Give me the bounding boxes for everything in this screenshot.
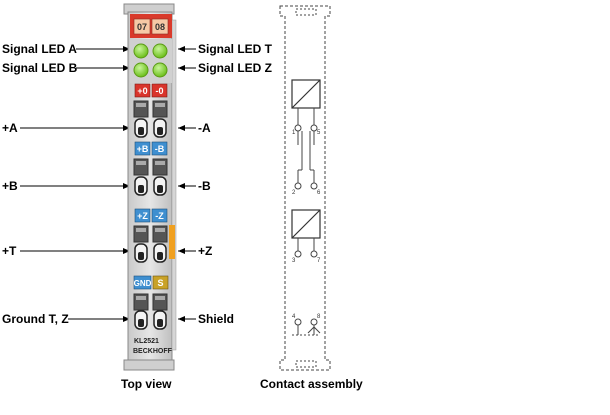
label-plus-a: +A: [2, 121, 18, 135]
top-notch: [295, 8, 317, 16]
channel-number-right: 08: [155, 22, 165, 32]
label-shield: Shield: [198, 312, 235, 326]
wire-hole: [157, 185, 163, 193]
contact-pin-1: [294, 124, 302, 132]
pin-number-6: 6: [317, 190, 321, 196]
opening-slot: [155, 228, 165, 232]
label-plus-z: +Z: [198, 244, 213, 258]
contact-pin-7: [310, 250, 318, 258]
converter-symbol-1: [291, 79, 321, 109]
label-signal-led-z: Signal LED Z: [198, 61, 273, 75]
wire-hole: [138, 319, 144, 327]
terminal-module: 07 08 +0 -0 +B -B: [123, 3, 177, 371]
tag-minus-0: [151, 83, 168, 98]
terminal-bottom-clip: [123, 359, 175, 371]
label-signal-led-b: Signal LED B: [2, 61, 78, 75]
tag-shield: [152, 275, 169, 290]
opening-slot: [136, 296, 146, 300]
tag-s-text: S: [157, 278, 163, 288]
brand-text: BECKHOFF: [133, 348, 173, 355]
shield-symbol-icon: [307, 326, 321, 334]
opening-slot: [136, 228, 146, 232]
signal-led-a: [133, 43, 149, 59]
pin-numbers: 1 5 2 6 3 7 4 8: [292, 130, 321, 320]
tag-plus-0: [134, 83, 151, 98]
tag-minus-0-text: -0: [155, 86, 163, 96]
contact-assembly-outline: [279, 5, 331, 371]
pin-number-1: 1: [292, 130, 296, 136]
signal-led-z: [152, 62, 168, 78]
terminal-block-b: [133, 158, 168, 196]
wire-hole: [138, 127, 144, 135]
opening-slot: [155, 161, 165, 165]
opening-slot: [136, 161, 146, 165]
wire-hole: [157, 319, 163, 327]
pin-number-4: 4: [292, 314, 296, 320]
label-ground: Ground T, Z: [2, 312, 69, 326]
wire-hole: [157, 252, 163, 260]
label-signal-led-t: Signal LED T: [198, 42, 273, 56]
pin-number-7: 7: [317, 258, 321, 264]
channel-number-left: 07: [137, 22, 147, 32]
callout-lines: [20, 46, 196, 322]
tag-plus-z-text: +Z: [137, 211, 148, 221]
label-minus-b: -B: [198, 179, 211, 193]
terminal-block-t: [133, 225, 168, 263]
converter-symbol-2: [291, 209, 321, 239]
pin-number-3: 3: [292, 258, 296, 264]
tag-gnd: [133, 275, 152, 290]
terminal-block-a: [133, 100, 168, 138]
bottom-notch: [295, 360, 317, 368]
label-signal-led-a: Signal LED A: [2, 42, 77, 56]
terminal-block-ground: [133, 293, 168, 330]
channel-box-right: [151, 18, 169, 35]
label-plus-t: +T: [2, 244, 17, 258]
opening-slot: [155, 296, 165, 300]
tag-plus-b-text: +B: [137, 144, 149, 154]
terminal-side-rib: [171, 19, 177, 351]
opening-slot: [155, 103, 165, 107]
signal-led-t: [152, 43, 168, 59]
tag-plus-z: [134, 208, 151, 223]
contact-assembly: [279, 5, 331, 371]
pin-number-2: 2: [292, 190, 296, 196]
contact-pin-2: [294, 182, 302, 190]
wire-hole: [157, 127, 163, 135]
opening-slot: [136, 103, 146, 107]
power-contact-accent: [169, 225, 175, 259]
wire-hole: [138, 252, 144, 260]
caption-contact-assembly: Contact assembly: [260, 377, 363, 391]
tag-minus-b-text: -B: [155, 144, 165, 154]
signal-led-b: [133, 62, 149, 78]
model-text: KL2521: [134, 338, 159, 345]
tag-plus-0-text: +0: [137, 86, 147, 96]
label-minus-a: -A: [198, 121, 211, 135]
tag-gnd-text: GND: [134, 279, 152, 288]
tag-minus-z-text: -Z: [155, 211, 164, 221]
pin-number-8: 8: [317, 314, 321, 320]
channel-box-left: [133, 18, 151, 35]
contact-pin-4: [294, 318, 302, 326]
tag-minus-z: [151, 208, 168, 223]
tag-minus-b: [151, 141, 168, 156]
tag-plus-b: [134, 141, 151, 156]
label-plus-b: +B: [2, 179, 18, 193]
wire-hole: [138, 185, 144, 193]
caption-top-view: Top view: [121, 377, 172, 391]
contact-pin-6: [310, 182, 318, 190]
contact-pin-3: [294, 250, 302, 258]
pin-number-5: 5: [317, 130, 321, 136]
